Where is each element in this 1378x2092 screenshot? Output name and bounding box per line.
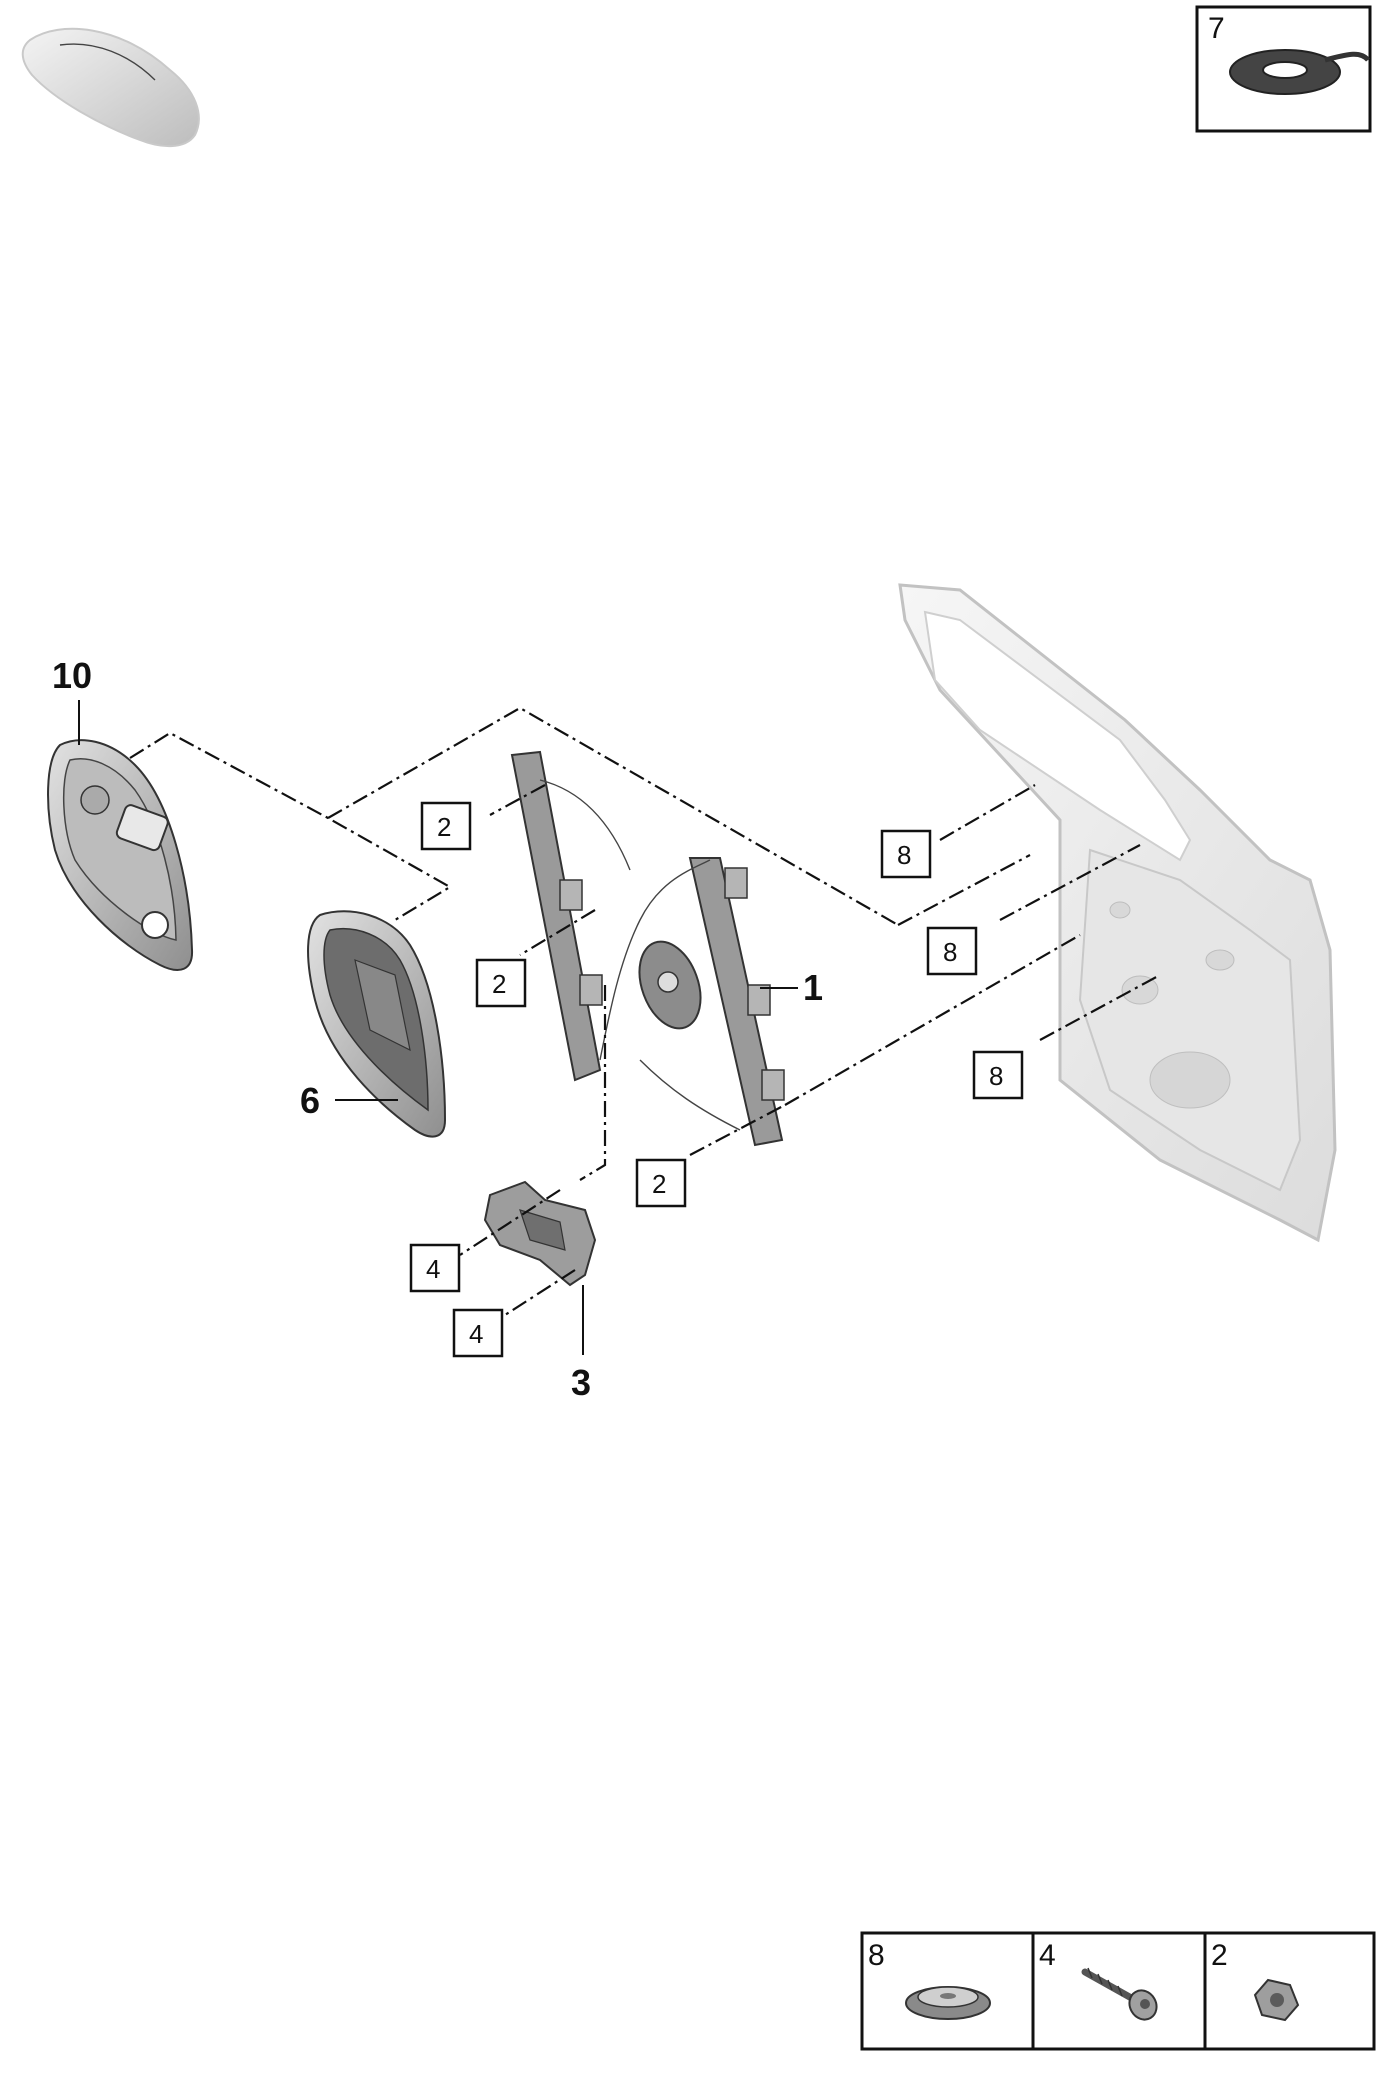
callout-2b-text: 2 [492,969,506,999]
label-part-3: 3 [571,1362,591,1403]
callout-box-8a: 8 [880,829,932,879]
callout-8b-text: 8 [943,937,957,967]
label-part-1: 1 [803,967,823,1008]
callout-2c-text: 2 [652,1169,666,1199]
plug-cap-icon [905,1986,991,2020]
callout-4b-text: 4 [469,1319,483,1349]
part-10-motor-plate [47,739,194,971]
fastener-legend: 8 4 2 [860,1931,1376,2051]
callout-box-4a: 4 [409,1243,461,1293]
label-part-10: 10 [52,655,92,696]
callout-box-8c: 8 [972,1050,1024,1100]
car-thumbnail-icon [21,27,200,148]
callout-box-2b: 2 [475,958,527,1008]
legend-number-4: 4 [1039,1939,1056,1972]
part-1-window-regulator [510,750,785,1147]
callout-box-2a: 2 [420,801,472,851]
inset-part-7: 7 [1195,5,1372,133]
callout-box-4b: 4 [452,1308,504,1358]
assembly-lines [129,706,1161,1316]
callout-8c-text: 8 [989,1061,1003,1091]
label-part-6: 6 [300,1080,320,1121]
legend-number-8: 8 [868,1939,885,1972]
screw-icon [1081,1967,1158,2021]
callout-box-8b: 8 [926,926,978,976]
callout-8a-text: 8 [897,840,911,870]
nut-icon [1253,1978,1300,2022]
door-frame [898,583,1337,1243]
part-3-bracket [483,1180,597,1287]
legend-number-2: 2 [1211,1939,1228,1972]
callout-4a-text: 4 [426,1254,440,1284]
inset-7-number: 7 [1208,12,1225,45]
callout-box-2c: 2 [635,1158,687,1208]
callout-2a-text: 2 [437,812,451,842]
tape-roll-icon [1229,49,1370,95]
part-6-panel [307,910,447,1138]
